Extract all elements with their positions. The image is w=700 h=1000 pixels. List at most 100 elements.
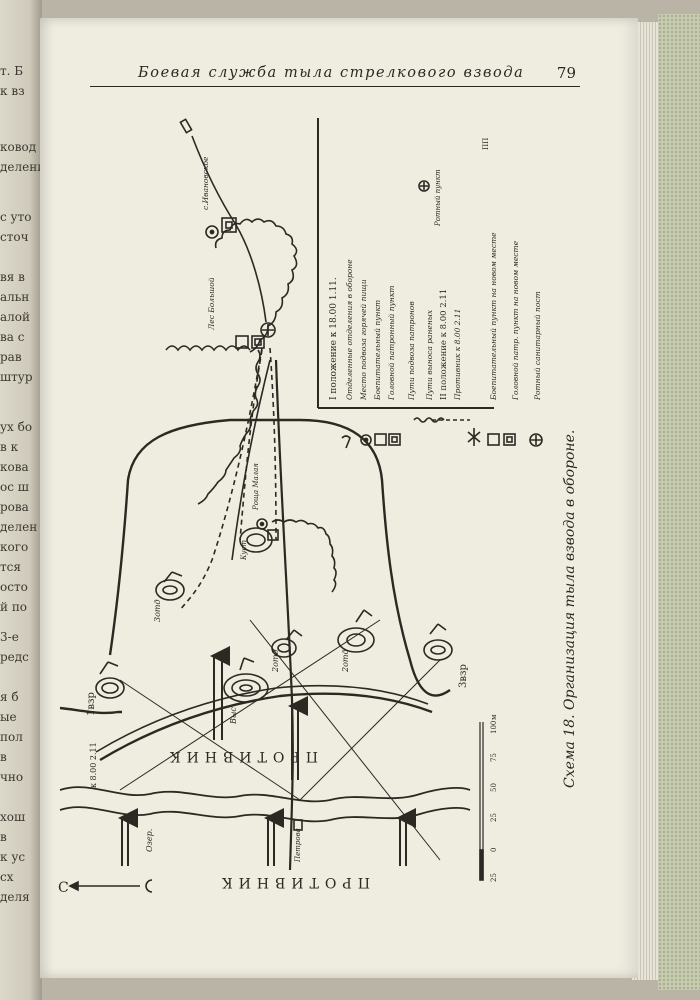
height-position — [223, 657, 269, 703]
squad-position-5 — [423, 623, 453, 661]
bush-label: Куст — [240, 540, 248, 561]
bridge-label: Петрова — [294, 828, 302, 863]
scale-label: 100 — [490, 721, 498, 734]
ammo-path-2 — [271, 519, 337, 593]
squad-position-1 — [95, 661, 125, 699]
page-number: 79 — [556, 64, 576, 82]
legend-item: Головной патронный пункт — [387, 286, 396, 401]
hot-food-point-1 — [205, 225, 219, 239]
enemy-label-bottom: ПРОТИВНИК — [216, 874, 370, 890]
left-page-fragment: рав — [0, 350, 22, 364]
left-page-fragment: к вз — [0, 84, 25, 98]
scale-label: 0 — [490, 848, 498, 852]
left-page-fragment: кова — [0, 460, 29, 474]
legend-symbol-squad — [341, 435, 351, 449]
squad2-label: 2отд — [271, 649, 280, 673]
legend-symbol-company-point — [418, 180, 430, 192]
legend-item: Противник к 8.00 2.11 — [453, 309, 462, 401]
road-branch — [231, 359, 271, 561]
running-title: Боевая служба тыла стрелкового взвода — [138, 65, 525, 81]
legend: I положение к 18.00 1.11. Отделенные отд… — [317, 118, 543, 449]
ammo-point-2 — [235, 335, 249, 349]
left-page-fragment: штур — [0, 370, 33, 384]
scale-bar: 25 0 25 50 75 100 м — [479, 714, 498, 882]
ammo-path-1 — [197, 349, 261, 505]
left-page-fragment: пол — [0, 730, 23, 744]
north-arrow: С — [58, 879, 153, 896]
left-page-fragment: рова — [0, 500, 29, 514]
book-cover — [658, 14, 700, 990]
village-label: с.Ивановское — [201, 156, 210, 210]
wounded-path-2 — [269, 347, 277, 541]
legend-symbol-new-ammo-point — [487, 433, 500, 446]
defense-line — [108, 418, 451, 697]
left-page-fragment: ух бо — [0, 420, 33, 434]
legend-symbol-ammo-path — [413, 417, 445, 423]
left-page-fragment: т. Б — [0, 64, 24, 78]
legend-item: Место подвоза горячей пищи — [359, 279, 368, 401]
squad-position-3 — [271, 629, 303, 658]
bridge-post — [293, 819, 303, 831]
squad3b-label: 3отд — [153, 599, 162, 622]
scale-label: 50 — [490, 783, 498, 792]
left-page-fragment: к ус — [0, 850, 26, 864]
wounded-path-1 — [179, 347, 263, 611]
left-page-fragment: сточ — [0, 230, 29, 244]
village-symbol — [179, 118, 193, 134]
diagram-caption: Схема 18. Организация тыла взвода в обор… — [562, 430, 578, 788]
left-page-fragment: в — [0, 750, 7, 764]
left-line-end — [59, 706, 122, 715]
left-page-fragment: тся — [0, 560, 21, 574]
enemy-arrows — [118, 646, 416, 866]
medical-post — [260, 322, 276, 338]
left-page-fragment: сх — [0, 870, 14, 884]
left-page-fragment: делени — [0, 160, 42, 174]
left-page-fragment: в к — [0, 440, 19, 454]
left-page-fragment: в — [0, 830, 7, 844]
left-page-fragment: ые — [0, 710, 17, 724]
legend-symbol-hot-food — [360, 434, 372, 446]
left-page-fragment: ковод — [0, 140, 37, 154]
legend-item: Головной патр. пункт на новом месте — [511, 240, 520, 401]
legend-item: Боепитательный пункт на новом месте — [489, 232, 498, 401]
left-page-fragment: ва с — [0, 330, 25, 344]
legend-item: Пути подвоза патронов — [407, 301, 416, 401]
left-page-fragment: осто — [0, 580, 28, 594]
legend-side-label: Ротный пункт — [434, 169, 442, 227]
left-page-fragment: я б — [0, 690, 19, 704]
grove-label: Роща Малая — [252, 463, 260, 511]
legend-symbol-new-head-ammo-point — [503, 433, 516, 446]
left-page-fragment: чно — [0, 770, 24, 784]
scale-label: 75 — [490, 753, 498, 762]
legend-symbol-enemy — [467, 428, 481, 446]
legend-item: Отделенные отделения в обороне — [345, 259, 354, 400]
river-label: Озер. — [145, 829, 154, 852]
left-page-fragment: й по — [0, 600, 28, 614]
left-page-fragment: кого — [0, 540, 29, 554]
head-ammo-point-2 — [251, 335, 265, 349]
legend-heading: I положение к 18.00 1.11. — [329, 277, 339, 400]
running-header: Боевая служба тыла стрелкового взвода 79 — [90, 64, 580, 87]
left-page-fragment: редс — [0, 650, 29, 664]
squad-position-2 — [155, 571, 185, 601]
legend-item: Ротный санитарный пост — [533, 291, 542, 401]
left-page-fragment: хош — [0, 810, 26, 824]
legend-item: Боепитательный пункт — [373, 300, 382, 401]
left-page-fragment: с уто — [0, 210, 32, 224]
road-main — [274, 359, 294, 871]
time-left-label: к 8.00 2.11 — [89, 742, 98, 788]
road-diagonal-2 — [95, 684, 429, 753]
scale-label: 25 — [490, 873, 498, 882]
left-page-fragment: деля — [0, 890, 30, 904]
height-label: Выс — [229, 707, 238, 725]
left-page-fragment: 3-е — [0, 630, 19, 644]
legend-corner-label: ПП — [482, 138, 490, 150]
squad1-label: 1взр — [86, 692, 97, 716]
squad3-label: 3взр — [458, 664, 469, 688]
head-ammo-point-1 — [221, 217, 237, 233]
squad-position-4 — [337, 609, 375, 653]
scale-label: 25 — [490, 813, 498, 822]
legend-symbol-ammo-point — [374, 433, 387, 446]
legend-item: Пути выноса раненых — [425, 309, 434, 401]
